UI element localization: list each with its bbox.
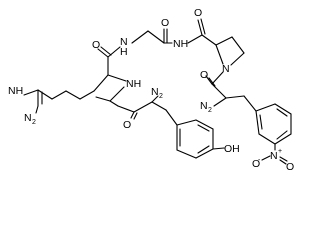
guanidine-amine-subscript: 2 — [32, 119, 36, 126]
guanidine-imine-label: NH — [8, 85, 23, 97]
pro-ring-nitrogen-label: N — [222, 63, 230, 75]
gly-amide-oxygen-label: O — [161, 17, 169, 29]
tyr-amine-subscript: 2 — [159, 93, 163, 100]
nitro-plus-charge: + — [278, 148, 282, 155]
nitro-oxygen-right-label: O — [286, 161, 294, 173]
tyr-amine-label: N — [151, 86, 159, 98]
tyr-hydroxyl-label: OH — [224, 143, 240, 155]
gly-hydrogen-label: H — [120, 46, 128, 58]
arg-amide-oxygen-label: O — [92, 39, 100, 51]
phe-amine-subscript: 2 — [208, 107, 212, 114]
tyr-amide-oxygen-label: O — [123, 119, 131, 131]
phe-amine-label: N — [200, 100, 208, 112]
nitro-nitrogen-label: N — [270, 150, 278, 162]
arg-nh-label: NH — [126, 78, 141, 90]
guanidine-amine-label: N — [24, 112, 32, 124]
phe-amide-oxygen-label: O — [200, 69, 208, 81]
nitro-oxygen-left-label: O — [252, 158, 260, 170]
molecule-structure: NH N 2 O N H O NH O N O NH N 2 O N 2 OH … — [8, 7, 294, 173]
pro-amide-oxygen-label: O — [194, 7, 202, 19]
gly-nitrogen-label: N — [120, 36, 128, 48]
nitro-minus-charge: - — [258, 157, 261, 164]
atom-labels: NH N 2 O N H O NH O N O NH N 2 O N 2 OH … — [8, 7, 294, 173]
bond-skeleton — [23, 18, 292, 165]
pro-nh-label: NH — [173, 38, 188, 50]
